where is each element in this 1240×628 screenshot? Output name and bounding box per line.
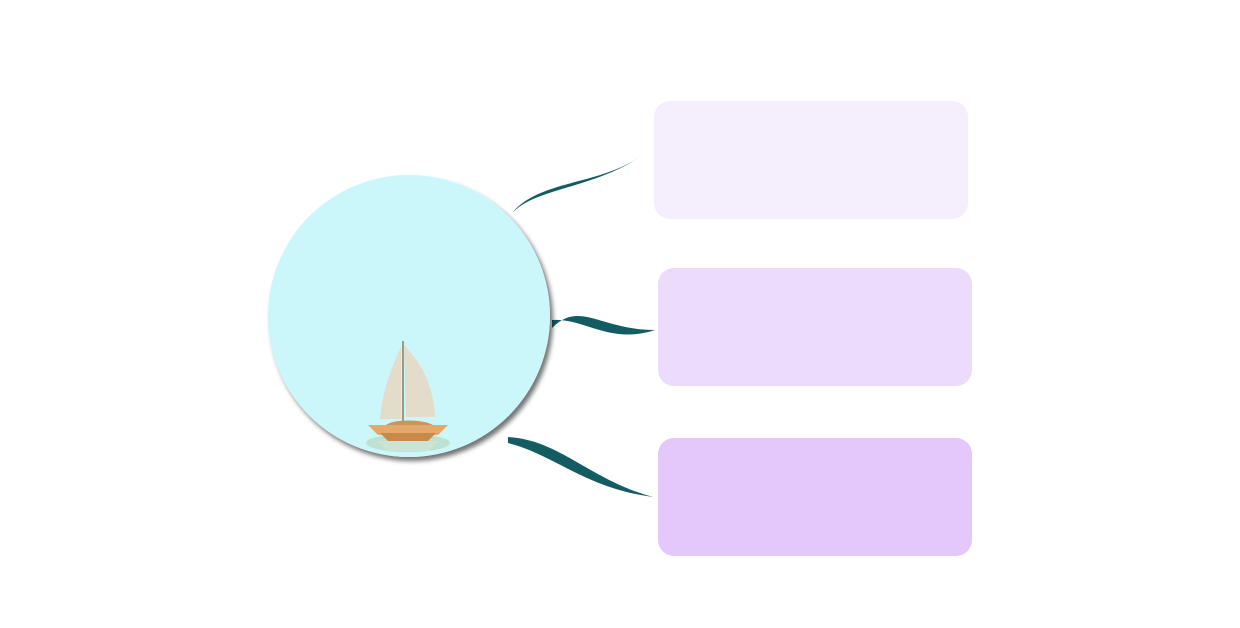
connector-top <box>513 156 641 212</box>
hub-circle <box>268 175 550 457</box>
connector-middle <box>552 316 655 335</box>
sailboat-scene <box>268 175 550 457</box>
sailboat-icon <box>366 341 450 452</box>
text-box-2 <box>658 268 972 386</box>
text-box-1 <box>654 101 968 219</box>
text-box-3 <box>658 438 972 556</box>
